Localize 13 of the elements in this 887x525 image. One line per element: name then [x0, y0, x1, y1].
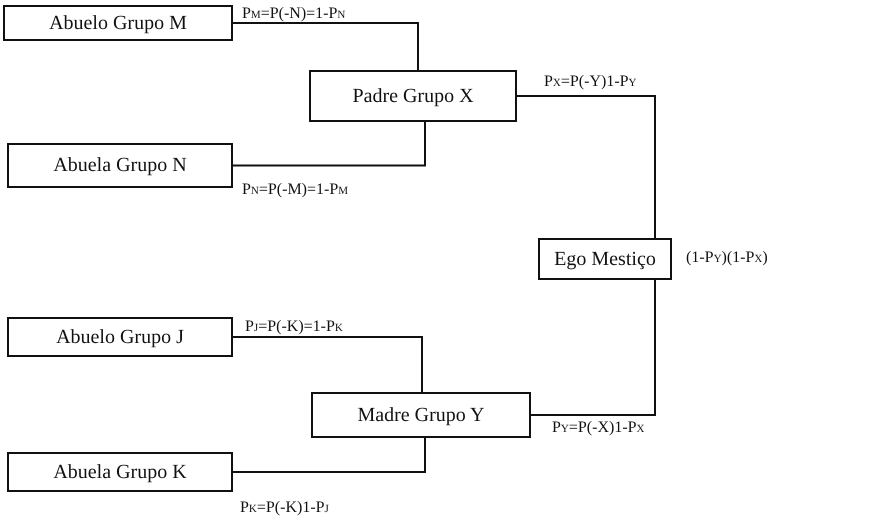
person-box: Madre Grupo Y — [311, 392, 531, 438]
person-box: Abuela Grupo N — [7, 143, 233, 188]
connector-line — [233, 336, 423, 392]
connector-line — [233, 438, 426, 473]
person-box: Ego Mestiço — [538, 238, 672, 280]
connector-line — [517, 95, 656, 238]
person-box: Padre Grupo X — [309, 70, 517, 122]
person-box: Abuelo Grupo J — [7, 317, 233, 357]
connector-line — [531, 280, 656, 416]
connector-line — [233, 122, 426, 166]
connector-line — [233, 22, 419, 70]
person-box: Abuela Grupo K — [7, 452, 233, 492]
person-box: Abuelo Grupo M — [3, 5, 233, 41]
